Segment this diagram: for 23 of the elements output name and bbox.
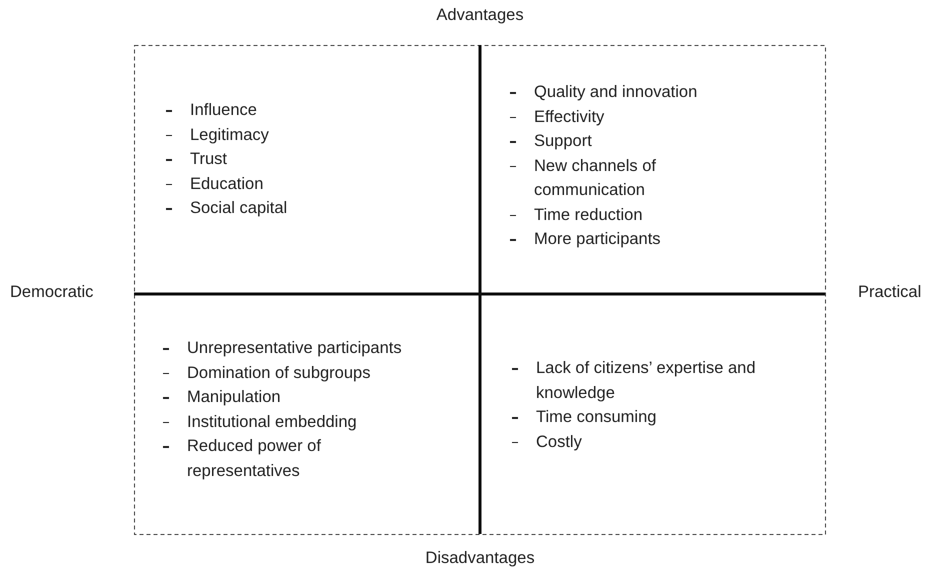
axis-label: Practical xyxy=(858,283,922,302)
list-item: Time reduction xyxy=(534,204,643,226)
list-item: Reduced power of representatives xyxy=(187,436,322,482)
list-item: Quality and innovation xyxy=(534,82,698,103)
list-item: Manipulation xyxy=(187,387,281,408)
list-item: Time consuming xyxy=(536,407,656,428)
axis-label: Democratic xyxy=(10,283,94,302)
list-item: New channels of communication xyxy=(534,156,657,201)
list-item: Institutional embedding xyxy=(187,412,357,432)
list-item: Support xyxy=(534,131,592,152)
list-item: Costly xyxy=(536,432,582,452)
list-item: Education xyxy=(190,174,264,194)
list-item: Influence xyxy=(190,100,257,121)
axis-label: Disadvantages xyxy=(425,549,535,568)
list-item: Unrepresentative participants xyxy=(187,338,402,359)
axis-label: Advantages xyxy=(436,6,524,25)
list-item: More participants xyxy=(534,229,661,250)
list-item: Trust xyxy=(190,149,227,170)
list-item: Effectivity xyxy=(534,106,604,128)
list-item: Legitimacy xyxy=(190,124,269,146)
list-item: Lack of citizens’ expertise and knowledge xyxy=(536,358,757,404)
list-item: Domination of subgroups xyxy=(187,362,370,384)
list-item: Social capital xyxy=(190,198,288,219)
